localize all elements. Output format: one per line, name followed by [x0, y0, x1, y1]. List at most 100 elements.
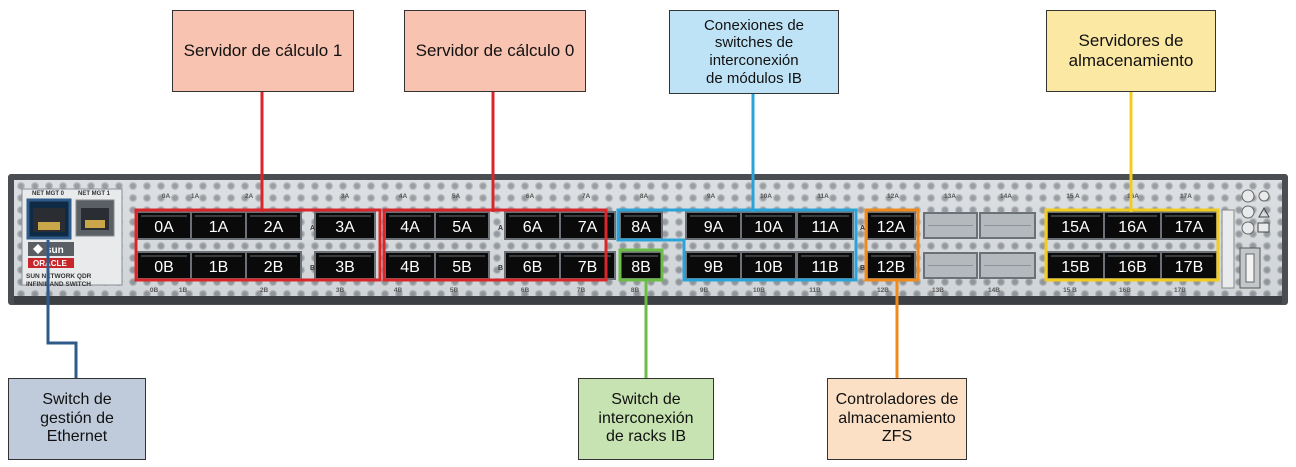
top-port-label: 11A — [811, 219, 839, 236]
highlights — [46, 92, 1220, 378]
small-bottom-label: 2B — [260, 287, 269, 294]
small-top-label: 2A — [245, 193, 254, 200]
callout-compute-server-1-text: Servidor de cálculo 1 — [183, 40, 343, 60]
port-1a[interactable]: 1A — [190, 211, 247, 240]
port-4b[interactable]: 4B — [384, 251, 436, 280]
bottom-port-label: 16B — [1118, 259, 1146, 276]
bottom-port-label: 2B — [264, 259, 284, 276]
small-top-label: 16A — [1127, 193, 1139, 200]
callout-ib-module-switches-text: Conexiones de switches de interconexión … — [703, 16, 805, 87]
callout-ib-rack-switch: Switch de interconexión de racks IB — [578, 378, 714, 460]
small-top-label: 1A — [191, 193, 200, 200]
bottom-port-label: 4B — [400, 259, 420, 276]
side-letter-a: A — [498, 225, 503, 232]
port-2a[interactable]: 2A — [245, 211, 302, 240]
port-0b[interactable]: 0B — [136, 251, 192, 280]
ib-module-highlight — [616, 208, 858, 282]
port-3a[interactable]: 3A — [314, 211, 376, 240]
small-top-label: 15 A — [1066, 193, 1080, 200]
port-8b[interactable]: 8B — [619, 251, 663, 280]
small-top-label: 17A — [1180, 193, 1192, 200]
side-letter-b: B — [860, 265, 865, 272]
bottom-port-label: 11B — [811, 259, 838, 276]
bottom-port-label: 1B — [209, 259, 229, 276]
port-6a[interactable]: 6A — [504, 211, 561, 240]
port-11b[interactable]: 11B — [796, 251, 854, 280]
port-4a[interactable]: 4A — [384, 211, 436, 240]
empty-cage — [923, 212, 978, 239]
empty-cage — [923, 252, 978, 279]
empty-cage — [979, 252, 1036, 279]
top-port-label: 17A — [1175, 219, 1204, 236]
callout-storage-servers: Servidores de almacenamiento — [1046, 10, 1216, 92]
bottom-port-label: 5B — [452, 259, 472, 276]
port-3b[interactable]: 3B — [314, 251, 376, 280]
compute0-highlight — [382, 208, 608, 282]
port-16b[interactable]: 16B — [1103, 251, 1162, 280]
callout-ethernet-mgmt-switch-text: Switch de gestión de Ethernet — [40, 390, 114, 446]
small-top-label: 4A — [399, 193, 408, 200]
port-0a[interactable]: 0A — [136, 211, 192, 240]
small-bottom-label: 0B — [150, 287, 159, 294]
port-17b[interactable]: 17B — [1160, 251, 1218, 280]
top-port-label: 6A — [523, 219, 543, 236]
rack-highlight — [618, 248, 664, 282]
port-5b[interactable]: 5B — [434, 251, 490, 280]
side-letter-b: B — [498, 265, 503, 272]
top-port-label: 4A — [400, 219, 420, 236]
port-7b[interactable]: 7B — [559, 251, 616, 280]
port-10b[interactable]: 10B — [740, 251, 797, 280]
port-12b[interactable]: 12B — [866, 251, 916, 280]
side-letter-b: B — [310, 265, 315, 272]
top-port-label: 15A — [1061, 219, 1090, 236]
side-letter-a: A — [310, 225, 315, 232]
port-15a[interactable]: 15A — [1046, 211, 1105, 240]
small-top-label: 14A — [1000, 193, 1012, 200]
port-11a[interactable]: 11A — [796, 211, 854, 240]
small-top-label: 9A — [707, 193, 716, 200]
port-12a[interactable]: 12A — [866, 211, 916, 240]
small-bottom-label: 17B — [1174, 287, 1186, 294]
oracle-logo — [28, 258, 74, 268]
storage-highlight — [1044, 208, 1220, 282]
small-bottom-label: 13B — [932, 287, 944, 294]
port-9a[interactable]: 9A — [685, 211, 742, 240]
small-top-label: 7A — [582, 193, 591, 200]
small-bottom-label: 4B — [394, 287, 403, 294]
port-5a[interactable]: 5A — [434, 211, 490, 240]
bottom-port-label: 9B — [704, 259, 724, 276]
port-17a[interactable]: 17A — [1160, 211, 1218, 240]
small-bottom-label: 14B — [988, 287, 1000, 294]
small-bottom-label: 7B — [577, 287, 586, 294]
port-15b[interactable]: 15B — [1046, 251, 1105, 280]
net-mgt1-label: NET MGT 1 — [78, 191, 111, 197]
port-10a[interactable]: 10A — [740, 211, 797, 240]
small-bottom-label: 5B — [450, 287, 459, 294]
zfs-highlight — [864, 208, 920, 282]
top-port-label: 16A — [1118, 219, 1147, 236]
top-port-label: 0A — [154, 219, 174, 236]
port-2b[interactable]: 2B — [245, 251, 302, 280]
side-letter-a: A — [860, 225, 865, 232]
locator-led-icon — [1241, 189, 1255, 203]
callout-ethernet-mgmt-switch: Switch de gestión de Ethernet — [8, 378, 146, 460]
sun-icon — [33, 244, 43, 254]
small-top-label: 10A — [760, 193, 772, 200]
port-16a[interactable]: 16A — [1103, 211, 1162, 240]
empty-cage — [979, 212, 1036, 239]
port-9b[interactable]: 9B — [685, 251, 742, 280]
callout-compute-server-0: Servidor de cálculo 0 — [404, 10, 586, 92]
small-top-label: 13A — [944, 193, 956, 200]
small-bottom-label: 11B — [809, 287, 821, 294]
warning-icon — [1258, 206, 1270, 218]
small-top-label: 6A — [526, 193, 535, 200]
port-6b[interactable]: 6B — [504, 251, 561, 280]
bottom-port-label: 12B — [877, 259, 905, 276]
port-8a[interactable]: 8A — [619, 211, 663, 240]
small-top-label: 8A — [640, 193, 649, 200]
power-led-icon — [1258, 190, 1270, 202]
port-1b[interactable]: 1B — [190, 251, 247, 280]
small-bottom-label: 8B — [631, 287, 640, 294]
